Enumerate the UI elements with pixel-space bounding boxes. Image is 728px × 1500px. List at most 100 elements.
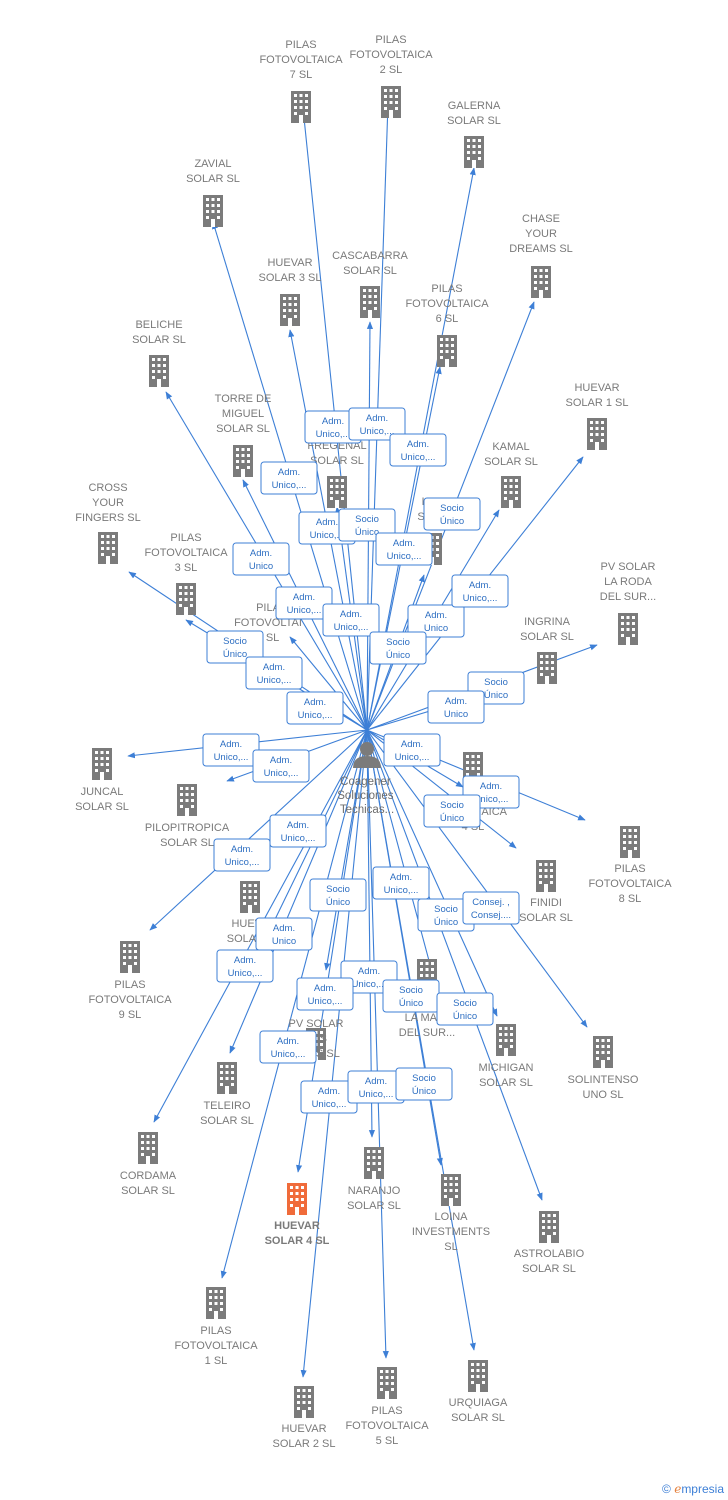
relation-label[interactable]: Adm.Unico,... [322, 603, 380, 637]
relation-label[interactable]: Adm.Unico,... [347, 1070, 405, 1104]
company-label-line: FOTOVOLTAICA [349, 49, 433, 61]
relation-label-text: Adm. [425, 610, 447, 621]
relation-label-text: Único [412, 1086, 436, 1097]
relation-label-box [216, 949, 274, 983]
relation-label[interactable]: Adm.Unico,... [383, 733, 441, 767]
center-label-line-3: Tecnicas... [340, 804, 394, 816]
relation-label[interactable]: Adm.Unico,... [375, 532, 433, 566]
relation-label-text: Consej.... [471, 910, 511, 921]
relation-label-text: Único [484, 690, 508, 701]
company-label-line: 1 SL [205, 1355, 228, 1367]
company-label-line: SOLAR SL [519, 912, 573, 924]
company-label-line: SOLAR SL [160, 837, 214, 849]
relation-label[interactable]: Consej. ,Consej.... [462, 891, 520, 925]
relation-label[interactable]: Adm.Unico,... [213, 838, 271, 872]
relation-label[interactable]: Adm.Unico,... [260, 461, 318, 495]
company-label-line: SOLAR SL [484, 456, 538, 468]
relation-label[interactable]: Adm.Unico,... [348, 407, 406, 441]
company-label-line: CASCABARRA [332, 250, 408, 262]
relation-label[interactable]: Adm.Unico,... [451, 574, 509, 608]
relation-label[interactable]: Adm.Unico,... [389, 433, 447, 467]
relation-label[interactable]: Adm.Unico,... [202, 733, 260, 767]
company-label-line: SOLAR SL [522, 1263, 576, 1275]
relation-label-text: Unico,... [281, 833, 316, 844]
relation-label-text: Adm. [316, 517, 338, 528]
building-icon [98, 532, 118, 564]
building-icon [501, 476, 521, 508]
relation-label[interactable]: Adm.Unico [232, 542, 290, 576]
relation-label[interactable]: Adm.Unico,... [304, 410, 362, 444]
relation-label[interactable]: Adm.Unico,... [252, 749, 310, 783]
relation-label-text: Único [355, 527, 379, 538]
relation-label[interactable]: Adm.Unico,... [286, 691, 344, 725]
relation-label[interactable]: Adm.Unico [407, 604, 465, 638]
relation-label-text: Unico [272, 936, 296, 947]
relation-label[interactable]: Adm.Unico,... [216, 949, 274, 983]
relation-label[interactable]: Adm.Unico,... [372, 866, 430, 900]
relation-label[interactable]: Adm.Unico,... [275, 586, 333, 620]
relation-label[interactable]: Adm.Unico [255, 917, 313, 951]
center-person-node[interactable]: Coagener Soluciones Tecnicas... [337, 742, 396, 816]
relation-label-text: Adm. [445, 696, 467, 707]
brand-logo-text: mpresia [681, 1482, 724, 1496]
company-label-line: BELICHE [135, 319, 182, 331]
relation-label[interactable]: Adm.Unico,... [245, 656, 303, 690]
relation-label-text: Unico,... [359, 1089, 394, 1100]
relation-label-text: Adm. [220, 739, 242, 750]
relation-label[interactable]: Adm.Unico,... [296, 977, 354, 1011]
relation-label[interactable]: Adm.Unico,... [259, 1030, 317, 1064]
relation-label[interactable]: Adm.Unico,... [300, 1080, 358, 1114]
edge-astrolabio [366, 729, 543, 1201]
company-label-line: 7 SL [290, 69, 313, 81]
relation-label[interactable]: Adm.Unico,... [269, 814, 327, 848]
company-label-line: ZAVIAL [194, 158, 231, 170]
relation-label[interactable]: Adm.Unico [427, 690, 485, 724]
